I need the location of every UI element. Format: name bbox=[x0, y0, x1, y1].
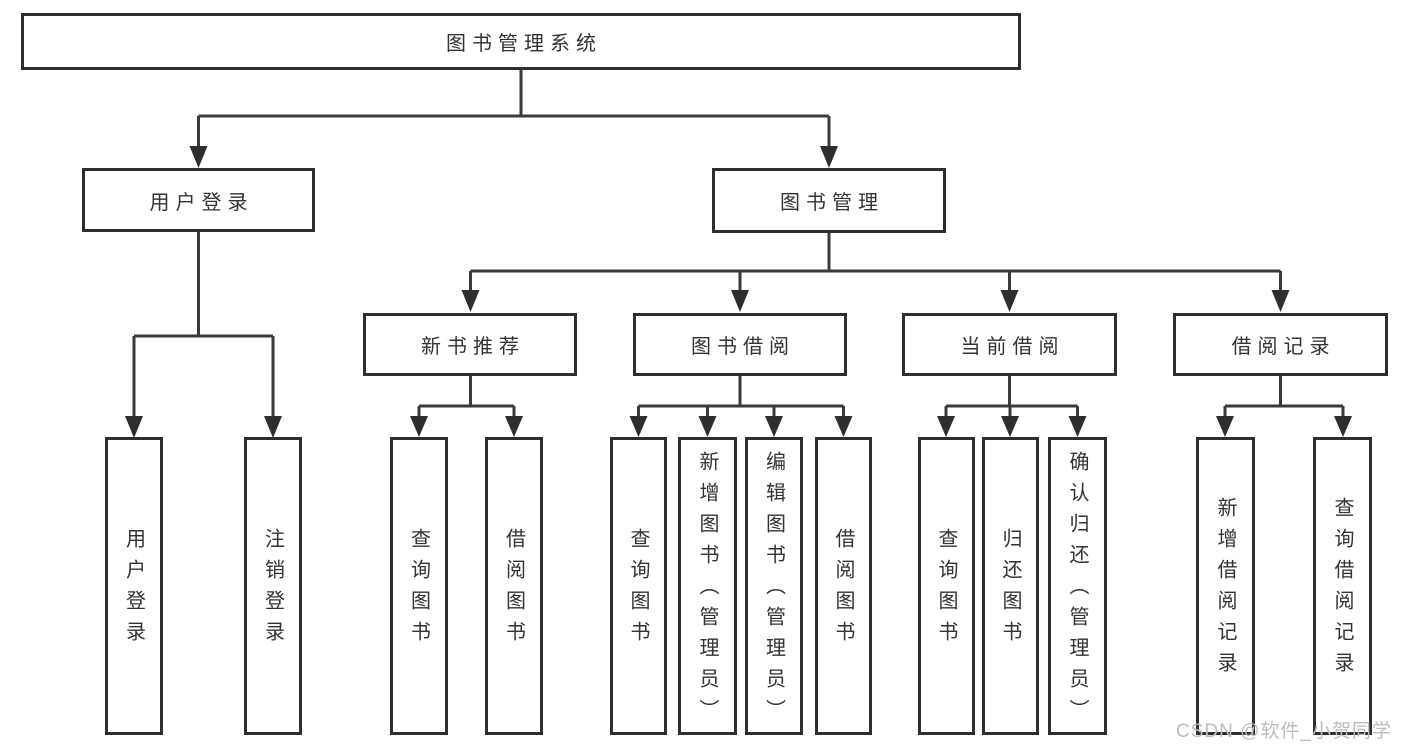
leaf-confirm-return-admin: 确认归还（管理员） bbox=[1048, 437, 1107, 735]
leaf-add-books-admin: 新增图书（管理员） bbox=[678, 437, 737, 735]
connector-new-book-children bbox=[417, 376, 516, 418]
csdn-watermark: CSDN @软件_小贺同学 bbox=[1176, 721, 1392, 742]
leaf-user-login: 用户登录 bbox=[105, 437, 163, 735]
connector-book-mgmt-to-level3 bbox=[469, 233, 1282, 292]
node-user-login: 用户登录 bbox=[82, 168, 315, 232]
leaf-query-books-current: 查询图书 bbox=[918, 437, 975, 735]
leaf-borrow-books-recommend: 借阅图书 bbox=[485, 437, 543, 735]
connector-current-borrow-children bbox=[944, 376, 1079, 418]
leaf-query-borrow-record: 查询借阅记录 bbox=[1313, 437, 1372, 735]
connector-book-borrow-children bbox=[637, 376, 845, 418]
connector-borrow-records-children bbox=[1223, 376, 1345, 418]
leaf-query-books-recommend: 查询图书 bbox=[390, 437, 448, 735]
node-new-book-recommend: 新书推荐 bbox=[363, 313, 577, 376]
connector-user-login-children bbox=[132, 232, 275, 418]
connector-root-to-level2 bbox=[197, 70, 831, 148]
node-current-borrow: 当前借阅 bbox=[902, 313, 1117, 376]
leaf-logout: 注销登录 bbox=[244, 437, 302, 735]
leaf-edit-books-admin: 编辑图书（管理员） bbox=[745, 437, 803, 735]
arrowheads bbox=[125, 146, 1352, 438]
node-book-borrow: 图书借阅 bbox=[633, 313, 847, 376]
node-borrow-records: 借阅记录 bbox=[1173, 313, 1388, 376]
leaf-query-books-borrow: 查询图书 bbox=[610, 437, 667, 735]
node-book-management: 图书管理 bbox=[712, 168, 946, 233]
leaf-return-books: 归还图书 bbox=[982, 437, 1039, 735]
leaf-add-borrow-record: 新增借阅记录 bbox=[1196, 437, 1255, 735]
leaf-borrow-books: 借阅图书 bbox=[815, 437, 872, 735]
node-library-system: 图书管理系统 bbox=[21, 13, 1021, 70]
